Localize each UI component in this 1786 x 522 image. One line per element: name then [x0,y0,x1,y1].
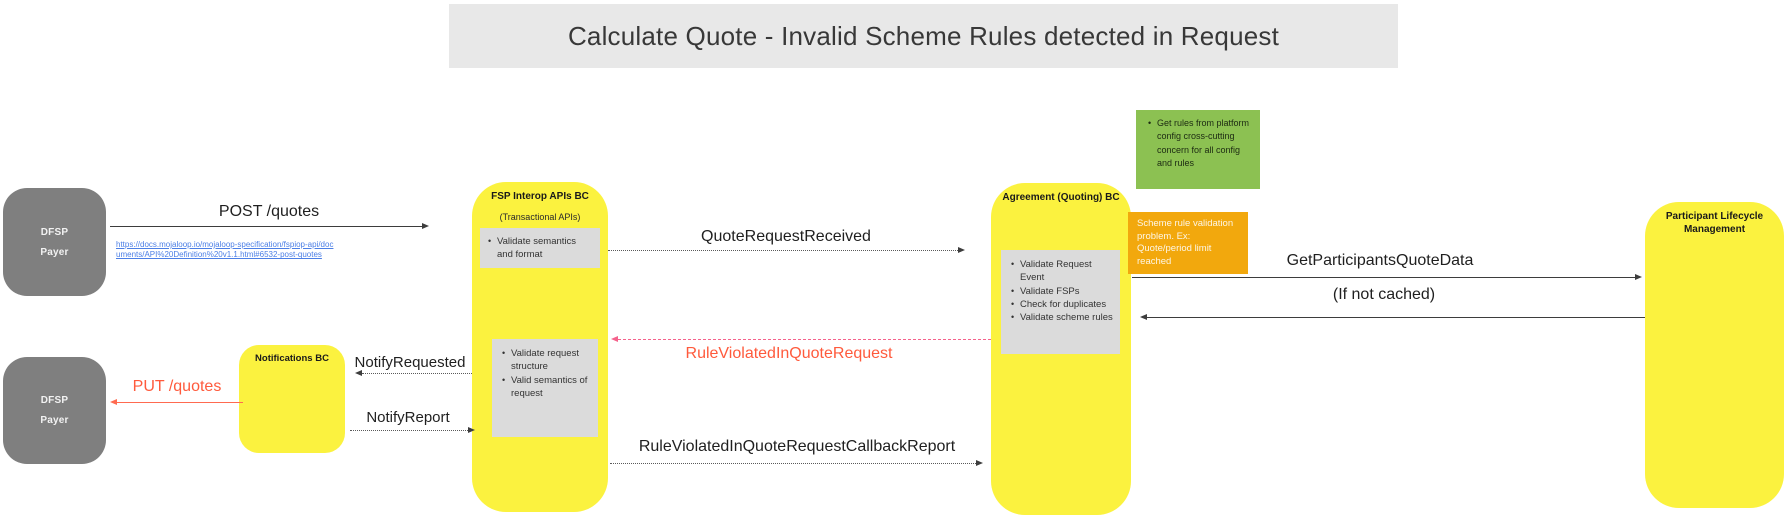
note-item: Valid semantics of request [502,374,592,401]
actor-label-dfsp: DFSP [40,395,69,406]
note-item: Validate scheme rules [1011,311,1114,324]
message-rule-violated-in-quote-request: RuleViolatedInQuoteRequest [685,345,893,362]
arrowhead-right-icon [1635,274,1642,280]
note-item: Get rules from platform config cross-cut… [1148,117,1250,170]
arrow-if-not-cached-return [1147,317,1645,318]
note-item: Validate FSPs [1011,285,1114,298]
actor-label: Agreement (Quoting) BC [1002,192,1120,203]
arrow-quote-request-received [608,250,958,251]
post-quotes-spec-link[interactable]: https://docs.mojaloop.io/mojaloop-specif… [116,240,334,260]
message-get-participants-quote-data: GetParticipantsQuoteData [1286,252,1474,269]
arrowhead-left-icon [110,399,117,405]
note-item: Check for duplicates [1011,298,1114,311]
note-item: Validate request structure [502,347,592,374]
message-notify-requested: NotifyRequested [354,354,466,371]
actor-label: Notifications BC [255,353,329,364]
actor-label-dfsp: DFSP [40,226,69,238]
note-item: Validate Request Event [1011,258,1114,285]
callout-get-rules-platform-config: Get rules from platform config cross-cut… [1136,110,1260,189]
diagram-title: Calculate Quote - Invalid Scheme Rules d… [567,20,1280,51]
actor-label: FSP Interop APIs BC [491,191,589,202]
message-put-quotes: PUT /quotes [132,378,222,395]
arrowhead-left-icon [355,370,362,376]
actor-label-payer: Payer [40,415,69,426]
actor-label: Participant Lifecycle Management [1665,211,1764,235]
arrowhead-left-icon [1140,314,1147,320]
arrowhead-right-icon [958,247,965,253]
actor-participant-lifecycle-management: Participant Lifecycle Management [1645,202,1784,508]
message-if-not-cached: (If not cached) [1332,286,1436,303]
arrow-get-participants-quote-data [1132,277,1635,278]
arrow-notify-report [350,430,468,431]
actor-sublabel: (Transactional APIs) [499,212,581,222]
arrow-put-quotes [117,402,243,403]
arrowhead-right-icon [976,460,983,466]
diagram-title-bar: Calculate Quote - Invalid Scheme Rules d… [449,4,1398,68]
note-agreement-validations: Validate Request EventValidate FSPsCheck… [1001,250,1120,354]
arrowhead-right-icon [468,427,475,433]
message-notify-report: NotifyReport [366,409,450,426]
note-validate-request-structure: Validate request structureValid semantic… [492,339,598,437]
note-item: Validate semantics and format [488,235,594,262]
message-post-quotes: POST /quotes [218,203,320,220]
arrow-rule-violated-in-quote-request [618,339,991,340]
arrow-post-quotes [110,226,422,227]
arrow-rule-violated-callback-report [610,463,976,464]
message-quote-request-received: QuoteRequestReceived [701,228,871,245]
actor-notifications-bc: Notifications BC [239,345,345,453]
callout-scheme-rule-validation-problem: Scheme rule validation problem. Ex: Quot… [1128,212,1248,274]
arrowhead-right-icon [422,223,429,229]
callout-text: Scheme rule validation problem. Ex: Quot… [1137,218,1234,267]
note-validate-semantics-format: Validate semantics and format [480,228,600,268]
arrowhead-left-icon [611,336,618,342]
arrow-notify-requested [362,373,472,374]
actor-dfsp-payer-top: DFSP Payer [3,188,106,296]
actor-label-payer: Payer [40,246,69,258]
message-rule-violated-callback-report: RuleViolatedInQuoteRequestCallbackReport [638,438,956,455]
actor-dfsp-payer-bottom: DFSP Payer [3,357,106,464]
